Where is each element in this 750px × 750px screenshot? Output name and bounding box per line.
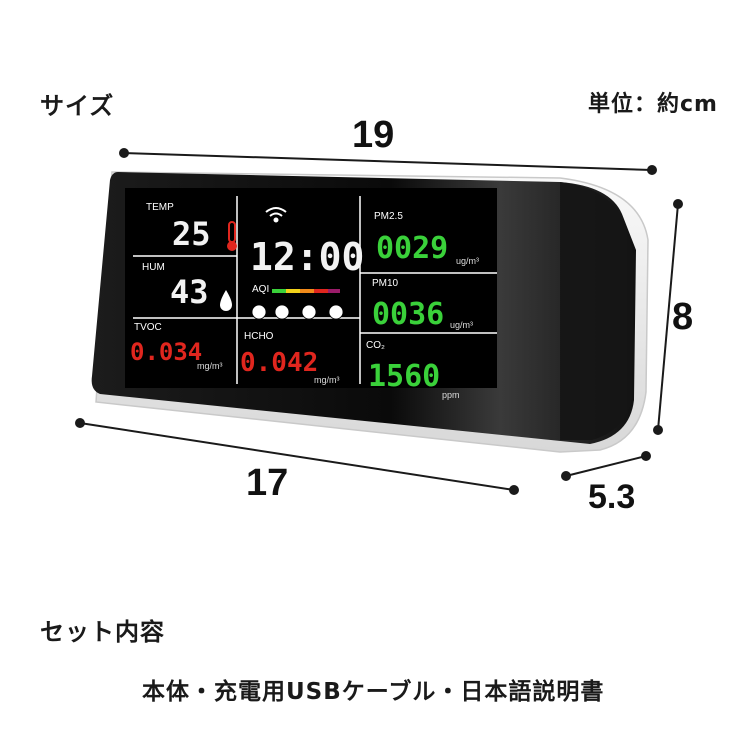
depth-end-right bbox=[641, 451, 651, 461]
dimension-depth: 5.3 bbox=[588, 478, 636, 516]
tvoc-unit: mg/m³ bbox=[197, 361, 223, 371]
co2-label: CO₂ bbox=[366, 340, 385, 351]
depth-line bbox=[565, 455, 647, 477]
contents-items: 本体・充電用USBケーブル・日本語説明書 bbox=[142, 679, 605, 705]
wifi-icon bbox=[265, 207, 287, 223]
dimension-bottom-width: 17 bbox=[246, 462, 289, 504]
dimension-top-width: 19 bbox=[352, 114, 395, 156]
thermometer-icon bbox=[227, 221, 237, 251]
contents-heading: セット内容 bbox=[40, 618, 165, 646]
hcho-value: 0.042 bbox=[240, 348, 319, 378]
height-end-top bbox=[673, 199, 683, 209]
height-end-bottom bbox=[653, 425, 663, 435]
top-width-line bbox=[123, 152, 653, 171]
temp-value: 25 bbox=[172, 215, 211, 253]
aqi-bar bbox=[272, 289, 340, 293]
aqi-face-icon bbox=[251, 304, 344, 320]
top-width-end-right bbox=[647, 165, 657, 175]
depth-end-left bbox=[561, 471, 571, 481]
tvoc-value: 0.034 bbox=[130, 338, 203, 366]
pm25-unit: ug/m³ bbox=[456, 256, 480, 266]
aqi-label: AQI bbox=[252, 284, 270, 295]
top-width-end-left bbox=[119, 148, 129, 158]
unit-label: 単位：約cm bbox=[588, 92, 718, 117]
bottom-width-end-left bbox=[75, 418, 85, 428]
bottom-width-end-right bbox=[509, 485, 519, 495]
co2-value: 1560 bbox=[368, 359, 441, 394]
size-heading: サイズ bbox=[40, 92, 115, 120]
screen bbox=[125, 188, 497, 388]
pm10-unit: ug/m³ bbox=[450, 320, 474, 330]
co2-unit: ppm bbox=[442, 390, 460, 400]
pm25-label: PM2.5 bbox=[374, 211, 403, 222]
pm25-value: 0029 bbox=[376, 231, 449, 266]
device-side bbox=[560, 182, 634, 440]
pm10-value: 0036 bbox=[372, 297, 445, 332]
pm10-label: PM10 bbox=[372, 278, 399, 289]
hum-label: HUM bbox=[142, 262, 165, 273]
hcho-unit: mg/m³ bbox=[314, 375, 340, 385]
height-line bbox=[657, 203, 679, 431]
clock-time: 12:00 bbox=[250, 235, 365, 279]
dimension-height: 8 bbox=[672, 296, 694, 338]
bottom-width-line bbox=[79, 422, 515, 491]
tvoc-label: TVOC bbox=[134, 322, 162, 333]
hcho-label: HCHO bbox=[244, 331, 274, 342]
hum-value: 43 bbox=[170, 273, 209, 311]
temp-label: TEMP bbox=[146, 202, 174, 213]
droplet-icon bbox=[220, 290, 232, 311]
